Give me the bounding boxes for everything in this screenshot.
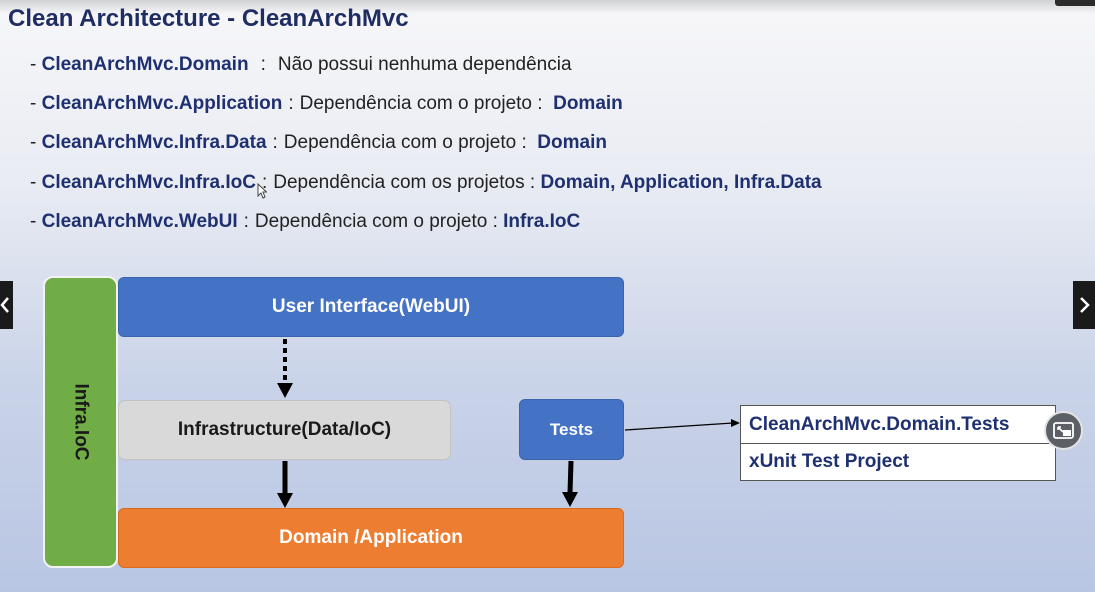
tests-table: CleanArchMvc.Domain.Tests xUnit Test Pro…	[740, 405, 1056, 481]
infra-ioc-layer: Infra.IoC	[43, 276, 118, 568]
dependency-target: Domain, Application, Infra.Data	[540, 172, 822, 193]
bullet-dash: -	[30, 93, 42, 114]
next-slide-button[interactable]	[1073, 281, 1095, 329]
project-name: CleanArchMvc.Domain	[41, 54, 249, 75]
infrastructure-label: Infrastructure(Data/IoC)	[177, 419, 392, 440]
list-item: - CleanArchMvc.WebUI:Dependência com o p…	[30, 211, 580, 233]
popout-button[interactable]	[1044, 411, 1083, 450]
table-row: xUnit Test Project	[741, 443, 1055, 480]
user-interface-layer: User Interface(WebUI)	[118, 277, 624, 337]
list-item: - CleanArchMvc.Application:Dependência c…	[30, 93, 623, 115]
dependency-target: Domain	[537, 132, 607, 153]
project-name: CleanArchMvc.Infra.Data	[41, 132, 267, 153]
user-interface-label: User Interface(WebUI)	[271, 296, 471, 317]
arrow-infrastructure-to-domain	[277, 461, 293, 508]
mouse-pointer-icon	[257, 183, 267, 199]
domain-application-label: Domain /Application	[279, 527, 463, 548]
separator: :	[261, 172, 268, 193]
project-name: CleanArchMvc.Infra.IoC	[41, 172, 256, 193]
dependency-text: Não possui nenhuma dependência	[277, 54, 572, 75]
bullet-dash: -	[30, 54, 42, 75]
list-item: - CleanArchMvc.Infra.Data:Dependência co…	[30, 132, 607, 154]
corner-tab[interactable]	[1055, 0, 1095, 6]
list-item: - CleanArchMvc.Infra.IoC:Dependência com…	[30, 172, 822, 194]
bullet-dash: -	[30, 211, 42, 232]
dependency-text: Dependência com o projeto :	[299, 93, 543, 114]
dependency-text: Dependência com o projeto :	[254, 211, 498, 232]
separator: :	[272, 132, 278, 153]
dependency-target: Infra.IoC	[503, 211, 581, 232]
infrastructure-layer: Infrastructure(Data/IoC)	[118, 400, 451, 460]
arrow-tests-to-domain	[562, 460, 578, 507]
dependency-text: Dependência com o projeto :	[283, 132, 527, 153]
domain-application-layer: Domain /Application	[118, 508, 624, 568]
project-name: CleanArchMvc.WebUI	[41, 211, 238, 232]
separator: :	[243, 211, 249, 232]
bullet-dash: -	[30, 172, 42, 193]
video-top-bar	[0, 0, 1095, 14]
previous-slide-button[interactable]	[0, 281, 13, 329]
dashed-arrow-ui-to-infrastructure	[277, 339, 293, 398]
arrow-tests-to-table	[624, 419, 740, 431]
picture-in-picture-icon	[1053, 422, 1074, 439]
tests-layer: Tests	[519, 399, 624, 460]
separator: :	[260, 54, 266, 75]
separator: :	[288, 93, 294, 114]
chevron-right-icon	[1080, 297, 1090, 313]
dependency-text: Dependência com os projetos :	[273, 172, 536, 193]
table-row: CleanArchMvc.Domain.Tests	[749, 413, 1010, 435]
tests-label: Tests	[549, 419, 594, 439]
project-name: CleanArchMvc.Application	[41, 93, 283, 114]
list-item: - CleanArchMvc.Domain: Não possui nenhuma…	[30, 54, 572, 76]
chevron-left-icon	[0, 297, 9, 313]
slide-title: Clean Architecture - CleanArchMvc	[8, 5, 409, 32]
infra-ioc-label: Infra.IoC	[70, 383, 92, 461]
dependency-target: Domain	[553, 93, 623, 114]
bullet-dash: -	[30, 132, 42, 153]
